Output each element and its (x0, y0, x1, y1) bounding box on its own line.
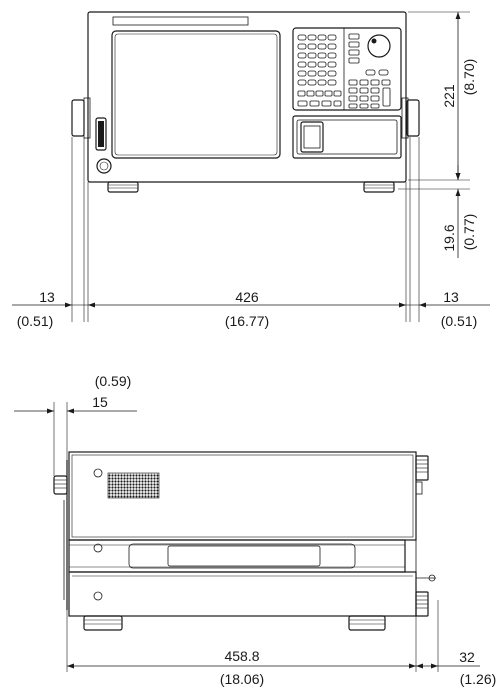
dim-depth-in: (18.06) (220, 671, 264, 687)
dim-width-mm: 426 (235, 289, 259, 305)
side-view: (0.59) 15 458.8 (18.06) 32 (1.26) (14, 373, 496, 687)
side-foot-rear (348, 615, 386, 631)
front-left-handle (71, 99, 85, 137)
dim-rear-connector-mm: 32 (459, 649, 475, 665)
dim-rear-connector-in: (1.26) (460, 671, 497, 687)
dim-foot-height-in: (0.77) (461, 214, 477, 251)
front-foot-left (107, 181, 139, 193)
front-key-panel (292, 27, 402, 111)
front-power-button (96, 158, 112, 174)
dim-right-handle-mm: 13 (443, 289, 459, 305)
dim-knob-depth-in: (0.59) (95, 373, 132, 389)
dim-right-handle-in: (0.51) (441, 313, 478, 329)
dim-left-handle-mm: 13 (39, 289, 55, 305)
front-foot-right (363, 181, 395, 193)
front-drive-bay (292, 115, 402, 159)
side-vent-grille (107, 472, 160, 499)
dim-foot-height-mm: 19.6 (441, 224, 457, 251)
front-rotary-knob (367, 34, 391, 58)
dim-knob-depth-mm: 15 (92, 394, 108, 410)
side-front-knob (53, 475, 68, 495)
side-foot-front (83, 615, 123, 631)
dim-height-in: (8.70) (461, 59, 477, 96)
dim-left-handle-in: (0.51) (17, 313, 54, 329)
front-right-handle (406, 99, 420, 137)
dim-height-mm: 221 (441, 84, 457, 108)
front-top-strip (112, 16, 249, 26)
front-media-slot (95, 117, 107, 151)
dim-width-in: (16.77) (225, 313, 269, 329)
front-view: 221 (8.70) 19.6 (0.77) 13 (0.51) 426 (16… (12, 11, 490, 329)
front-lcd-screen (111, 30, 281, 159)
dim-depth-mm: 458.8 (224, 648, 259, 664)
front-chassis (87, 11, 407, 183)
side-lower-body (68, 571, 417, 617)
